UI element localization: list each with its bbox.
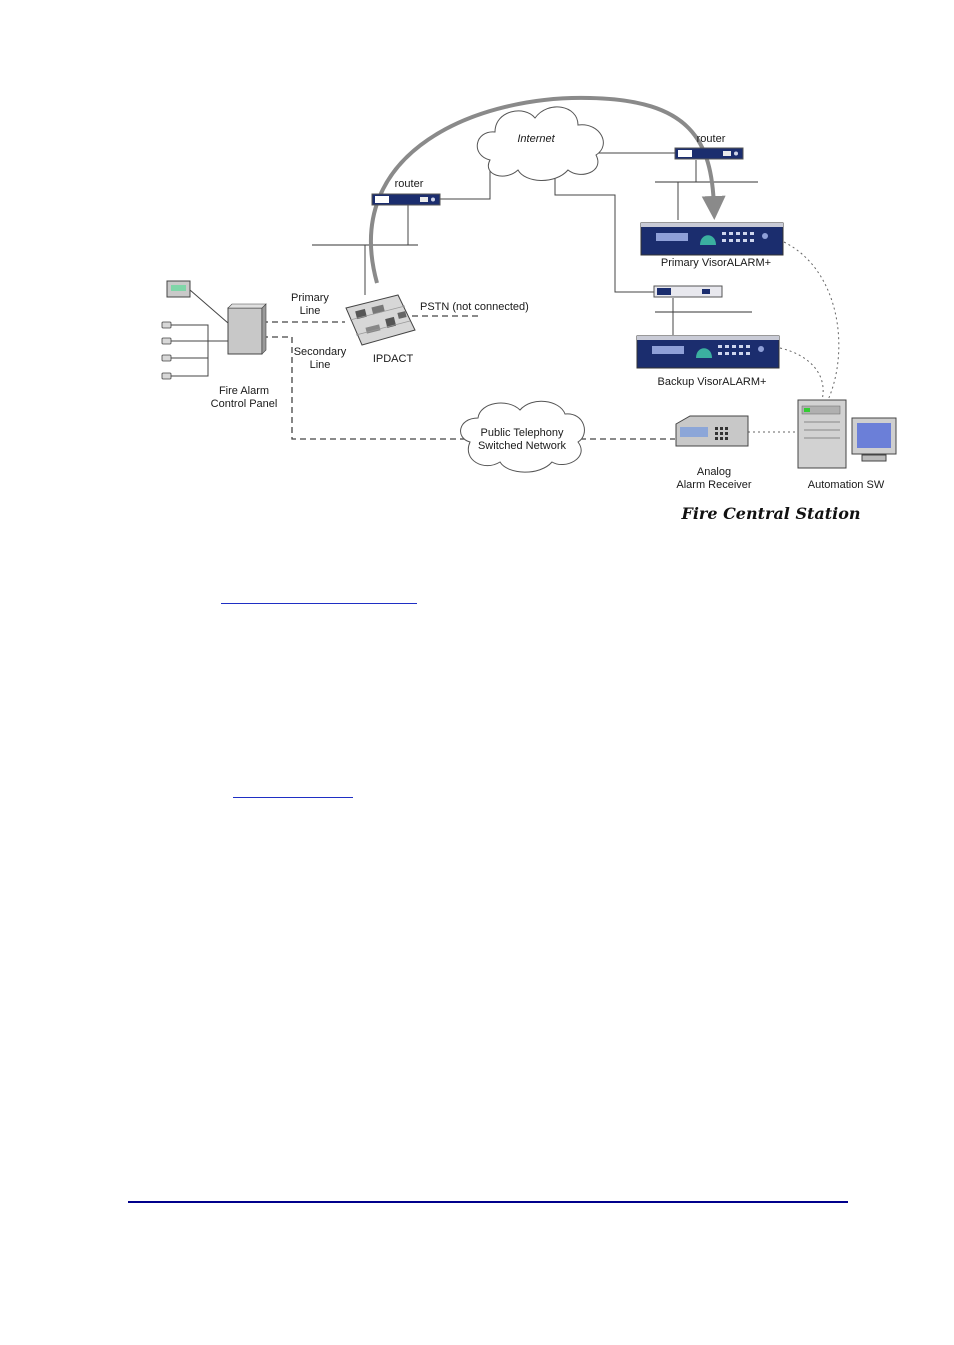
pstn-cloud: Public Telephony Switched Network [461,401,585,472]
network-diagram: Internet Public Telephony Switched Netwo… [0,0,954,540]
router-right [675,148,743,159]
router-right-label: router [697,133,726,145]
fire-alarm-panel [228,304,266,354]
backup-visoralarm-device [637,336,779,368]
ipdact-board [346,295,415,345]
detector-icons [162,322,171,379]
primary-line-label-2: Line [300,305,321,317]
automation-sw-label: Automation SW [808,479,885,491]
primary-visoralarm-device [641,223,783,255]
internet-label: Internet [517,133,555,145]
server-tower-icon [798,400,846,468]
primary-line-label-1: Primary [291,292,329,304]
hyperlink-underline-1[interactable] [221,603,417,604]
ipdact-label: IPDACT [373,353,414,365]
analog-receiver-label-2: Alarm Receiver [676,479,752,491]
analog-receiver-label-1: Analog [697,466,731,478]
pstn-cloud-label-1: Public Telephony [481,427,564,439]
router-backup [654,286,722,297]
diagram-title: Fire Central Station [680,504,860,523]
secondary-line-label-2: Line [310,359,331,371]
monitor-icon [852,418,896,461]
backup-visoralarm-label: Backup VisorALARM+ [658,376,767,388]
analog-receiver-device [676,416,748,446]
keypad-icon [167,281,190,297]
fire-alarm-panel-label-1: Fire Alarm [219,385,269,397]
secondary-line-label-1: Secondary [294,346,347,358]
internet-cloud: Internet [477,107,603,181]
pstn-not-connected-label: PSTN (not connected) [420,301,529,313]
router-left-label: router [395,178,424,190]
pstn-cloud-label-2: Switched Network [478,440,567,452]
primary-visoralarm-label: Primary VisorALARM+ [661,257,771,269]
footer-rule [128,1201,848,1203]
fire-alarm-panel-label-2: Control Panel [211,398,278,410]
router-left [372,194,440,205]
hyperlink-underline-2[interactable] [233,797,353,798]
